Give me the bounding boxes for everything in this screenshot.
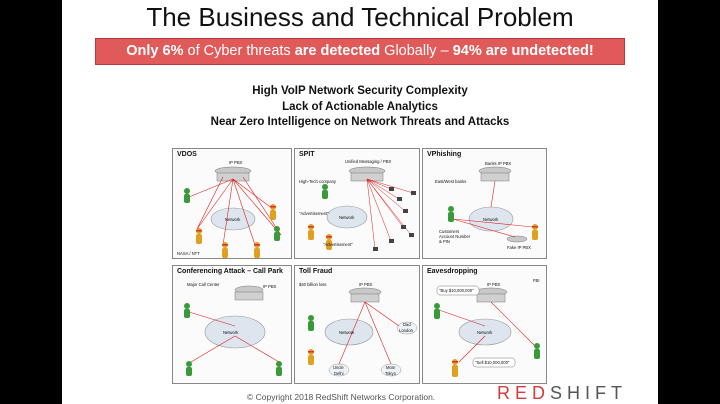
banner-part-4: Globally – xyxy=(380,43,453,59)
tollfraud-diagram xyxy=(308,287,418,377)
conferencing-label-network: Network xyxy=(223,330,239,335)
eavesdropping-label-buy: "Buy $10,000,000" xyxy=(439,288,474,293)
tollfraud-label-dad: Dad xyxy=(403,322,411,327)
vphishing-label-eastwest: East/West banks xyxy=(435,179,467,184)
banner-part-2: of Cyber threats xyxy=(183,43,295,59)
banner-part-5: 94% are undetected! xyxy=(452,43,594,59)
vdos-diagram xyxy=(184,166,282,258)
panel-eavesdropping: Eavesdropping FBI IP PBX "Buy $10,000,00… xyxy=(422,265,547,384)
point-1: High VoIP Network Security Complexity xyxy=(252,85,468,97)
tollfraud-label-delhi: Delhi xyxy=(334,371,344,376)
conferencing-label-callcenter: Major Call Center xyxy=(187,282,220,287)
spit-label-ad1: "Advertisement" xyxy=(299,211,329,216)
eavesdropping-label-fbi: FBI xyxy=(533,278,540,283)
spit-label-um: Unified Messaging / PBX xyxy=(345,159,392,164)
conferencing-diagram xyxy=(184,285,282,376)
panel-eavesdropping-title: Eavesdropping xyxy=(427,268,478,275)
key-points: High VoIP Network Security Complexity La… xyxy=(62,84,658,131)
panel-spit: SPIT Unified Messaging / PBX High-Tech c… xyxy=(294,148,420,259)
panel-conferencing-title: Conferencing Attack – Call Park xyxy=(177,268,283,275)
vphishing-label-account: Account Number xyxy=(439,234,471,239)
tollfraud-label-mom: Mom xyxy=(386,365,396,370)
spit-label-company: High-Tech company xyxy=(299,179,337,184)
vphishing-label-fake: Fake IP PBX xyxy=(507,245,531,250)
tollfraud-label-network: Network xyxy=(339,330,355,335)
copyright: © Copyright 2018 RedShift Networks Corpo… xyxy=(247,392,436,402)
point-3: Near Zero Intelligence on Network Threat… xyxy=(210,116,510,128)
panel-spit-title: SPIT xyxy=(299,151,315,158)
tollfraud-label-ippbx: IP PBX xyxy=(359,282,373,287)
vphishing-label-banks: Banks IP PBX xyxy=(485,161,512,166)
vphishing-label-customers: Customers xyxy=(439,229,460,234)
vdos-label-network: Network xyxy=(225,217,241,222)
panel-conferencing: Conferencing Attack – Call Park Major Ca… xyxy=(172,265,292,384)
banner-part-1: Only 6% xyxy=(126,43,184,59)
panel-vphishing: VPhishing Banks IP PBX East/West banks N… xyxy=(422,148,547,259)
panel-tollfraud: Toll Fraud IP PBX $40 billion loss Netwo… xyxy=(294,265,420,384)
spit-diagram xyxy=(308,166,416,251)
panel-vphishing-title: VPhishing xyxy=(427,151,462,158)
spit-label-network: Network xyxy=(339,215,355,220)
vphishing-label-network: Network xyxy=(483,217,499,222)
tollfraud-label-loss: $40 billion loss xyxy=(299,282,327,287)
eavesdropping-label-network: Network xyxy=(477,330,493,335)
tollfraud-label-london: London xyxy=(399,328,413,333)
panel-vdos-title: VDOS xyxy=(177,151,197,158)
vdos-label-ippbx: IP PBX xyxy=(229,160,243,165)
alert-banner: Only 6% of Cyber threats are detected Gl… xyxy=(95,38,625,65)
logo-dark: SHIFT xyxy=(550,383,628,403)
tollfraud-label-uncle: Uncle xyxy=(333,365,344,370)
conferencing-label-ippbx: IP PBX xyxy=(263,284,277,289)
panel-tollfraud-title: Toll Fraud xyxy=(299,268,333,275)
eavesdropping-diagram xyxy=(434,285,540,377)
eavesdropping-label-ippbx: IP PBX xyxy=(487,282,501,287)
redshift-logo: REDSHIFT xyxy=(497,383,627,404)
spit-label-ad2: "Advertisement" xyxy=(323,242,353,247)
point-2: Lack of Actionable Analytics xyxy=(282,100,438,113)
slide: The Business and Technical Problem Only … xyxy=(62,0,658,404)
logo-red: RED xyxy=(497,383,551,403)
vdos-label-nasa: NASA / NTT xyxy=(177,251,200,256)
banner-part-3: are detected xyxy=(294,43,381,59)
panel-vdos: VDOS IP PBX Network NASA / NTT xyxy=(172,148,292,259)
slide-title: The Business and Technical Problem xyxy=(146,2,574,32)
eavesdropping-label-sell: "Sell $10,000,000" xyxy=(475,360,510,365)
vphishing-diagram xyxy=(448,166,538,243)
vphishing-label-pin: & PIN xyxy=(439,239,450,244)
tollfraud-label-tokyo: Tokyo xyxy=(385,371,396,376)
threat-diagram: VDOS IP PBX Network NASA / NTT S xyxy=(172,148,547,384)
